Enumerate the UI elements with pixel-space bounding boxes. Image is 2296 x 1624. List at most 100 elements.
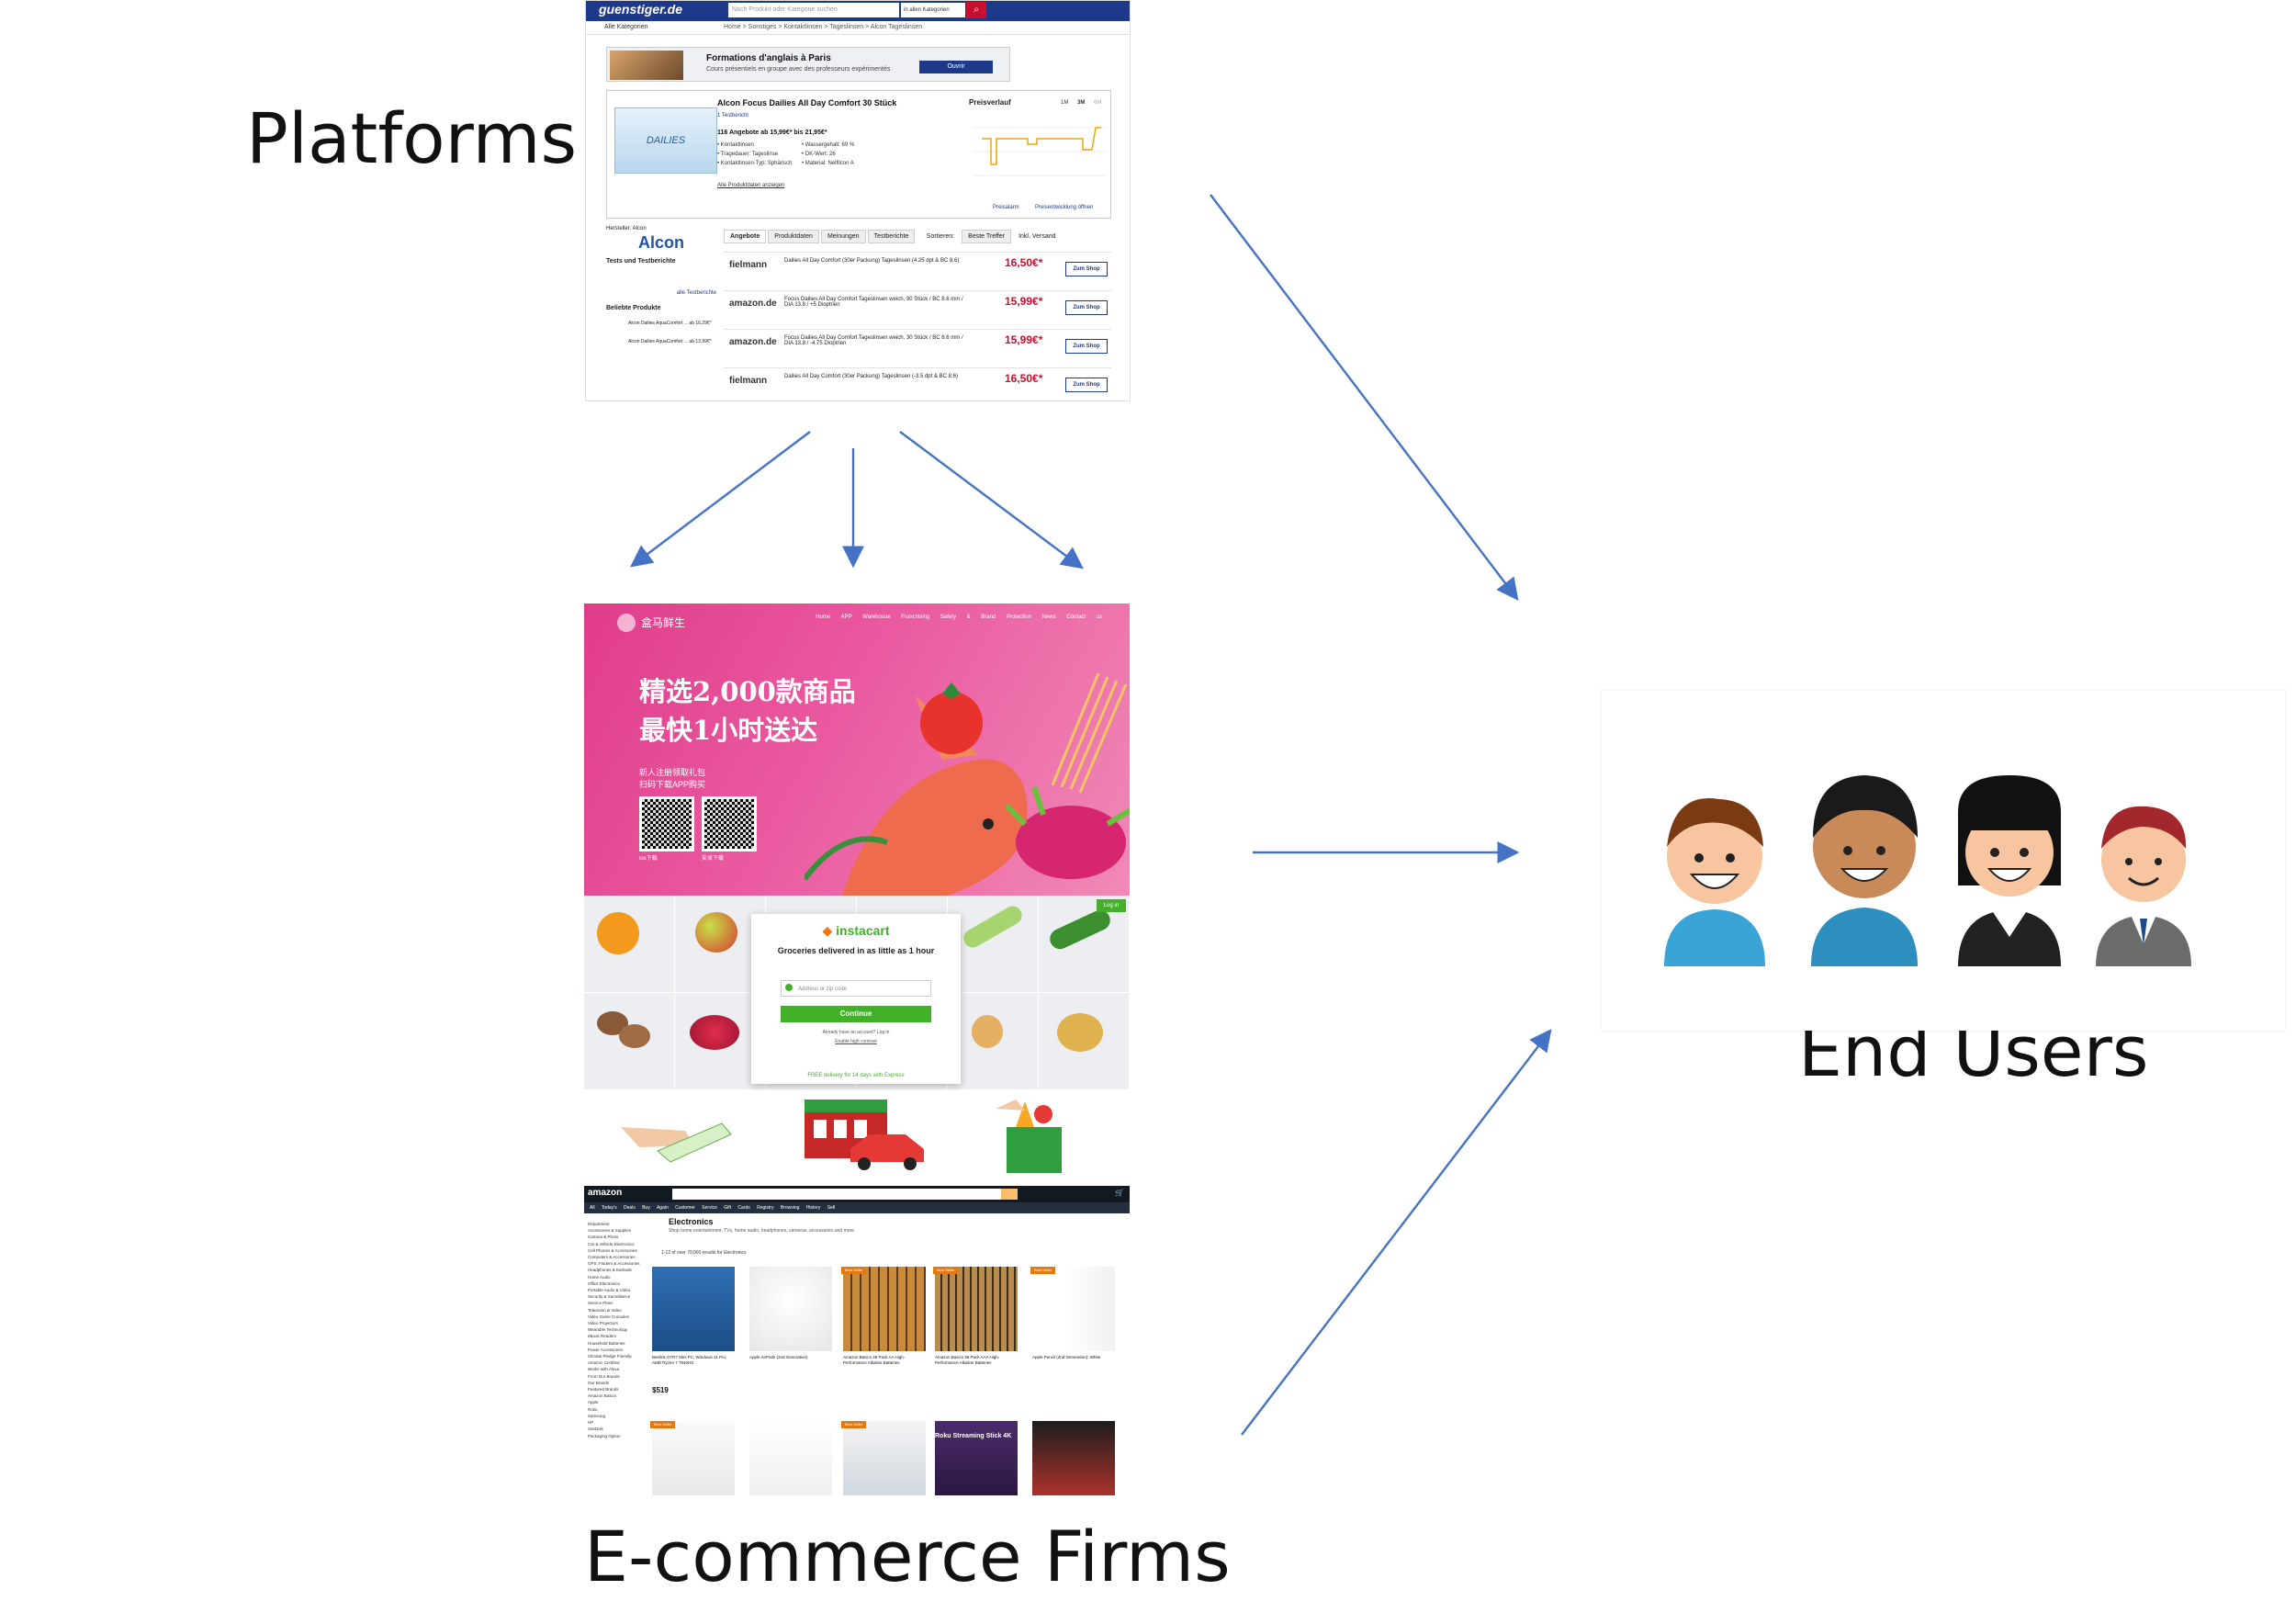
shop-name[interactable]: fielmann <box>729 260 768 270</box>
sidebar-item[interactable]: Security & Surveillance <box>588 1294 631 1300</box>
sidebar-item[interactable]: Samsung <box>588 1413 606 1418</box>
sidebar-item[interactable]: From Our Brands <box>588 1373 620 1379</box>
sidebar-item[interactable]: HP <box>588 1420 594 1426</box>
guenstiger-category-select[interactable]: in allen Kategorien <box>901 3 965 17</box>
product-image[interactable] <box>749 1267 832 1351</box>
sidebar-item[interactable]: Television & Video <box>588 1307 622 1313</box>
product-image[interactable] <box>843 1421 926 1495</box>
to-shop-button[interactable]: Zum Shop <box>1065 262 1108 276</box>
tab-product-data[interactable]: Produktdaten <box>768 230 819 243</box>
product-title[interactable]: Amazon Basics 48 Pack AA High-Performanc… <box>843 1355 906 1365</box>
amazon-search-input[interactable] <box>672 1189 1018 1200</box>
product-image[interactable] <box>843 1267 926 1351</box>
hema-logo[interactable]: 盒马鲜生 <box>641 616 686 629</box>
test-report-link[interactable]: 1 Testbericht <box>717 113 748 118</box>
high-contrast-link[interactable]: Enable high contrast <box>835 1039 877 1044</box>
guenstiger-logo[interactable]: guenstiger.de <box>599 2 683 17</box>
hema-nav[interactable]: Home APP Warehouse Franchising Safety & … <box>816 615 1102 620</box>
sidebar-item[interactable]: Roku <box>588 1406 598 1412</box>
sidebar-item[interactable]: Packaging Option <box>588 1433 621 1438</box>
sidebar-item[interactable]: Home Audio <box>588 1274 611 1280</box>
login-link[interactable]: Already have an account? Log in <box>822 1030 890 1035</box>
price-development-link[interactable]: Preisentwicklung öffnen <box>1035 205 1094 210</box>
sidebar-item[interactable]: Video Projectors <box>588 1321 618 1326</box>
product-image[interactable] <box>935 1421 1018 1495</box>
to-shop-button[interactable]: Zum Shop <box>1065 339 1108 354</box>
sidebar-item[interactable]: Power Accessories <box>588 1347 624 1352</box>
offer-row[interactable]: fielmann Dailies All Day Comfort (30er Pa… <box>724 367 1111 400</box>
price-alert-link[interactable]: Preisalarm <box>993 205 1019 210</box>
product-title[interactable]: Apple AirPods (2nd Generation) <box>749 1355 808 1359</box>
sidebar-item[interactable]: Works with Alexa <box>588 1367 620 1372</box>
shop-name[interactable]: fielmann <box>729 376 768 386</box>
sidebar-item[interactable]: eBook Readers <box>588 1334 617 1339</box>
tab-offers[interactable]: Angebote <box>724 230 767 243</box>
sidebar-item[interactable]: Cell Phones & Accessories <box>588 1247 637 1253</box>
product-image[interactable] <box>652 1267 735 1351</box>
sidebar-item[interactable]: Computers & Accessories <box>588 1255 636 1260</box>
range-6m[interactable]: 6M <box>1094 100 1102 106</box>
android-download-label[interactable]: 安卓下载 <box>702 856 725 862</box>
offer-description[interactable]: Dailies All Day Comfort (30er Packung) T… <box>784 374 958 379</box>
sidebar-item[interactable]: Household Batteries <box>588 1340 625 1346</box>
range-1m[interactable]: 1M <box>1061 100 1069 106</box>
sidebar-item[interactable]: Car & Vehicle Electronics <box>588 1241 635 1246</box>
guenstiger-all-categories[interactable]: Alle Kategorien <box>604 24 648 30</box>
all-product-data-link[interactable]: Alle Produktdaten anzeigen <box>717 183 785 188</box>
all-tests-link[interactable]: alle Testberichte <box>676 290 716 296</box>
search-icon[interactable] <box>1001 1189 1018 1200</box>
product-image[interactable] <box>1032 1267 1115 1351</box>
continue-button[interactable]: Continue <box>781 1006 931 1022</box>
instacart-login-button[interactable]: Log in <box>1097 899 1126 912</box>
amazon-logo[interactable]: amazon <box>588 1188 623 1198</box>
alcon-logo[interactable]: Alcon <box>637 233 684 252</box>
product-image[interactable] <box>652 1421 735 1495</box>
tab-opinions[interactable]: Meinungen <box>820 230 866 243</box>
to-shop-button[interactable]: Zum Shop <box>1065 300 1108 315</box>
sidebar-item[interactable]: Video Game Consoles <box>588 1314 629 1319</box>
sidebar-item[interactable]: Apple <box>588 1400 599 1405</box>
shipping-toggle[interactable]: Inkl. Versand <box>1019 233 1056 240</box>
sort-select[interactable]: Beste Treffer <box>962 230 1012 243</box>
sidebar-item[interactable]: Portable Audio & Video <box>588 1288 631 1293</box>
sidebar-item[interactable]: Climate Pledge Friendly <box>588 1354 632 1359</box>
search-icon[interactable]: ⌕ <box>966 2 986 18</box>
product-image[interactable] <box>935 1267 1018 1351</box>
tab-test-reports[interactable]: Testberichte <box>867 230 916 243</box>
sidebar-item[interactable]: Accessories & Supplies <box>588 1228 632 1234</box>
offer-row[interactable]: fielmann Dailies All Day Comfort (30er Pa… <box>724 252 1111 289</box>
product-image[interactable]: DAILIES <box>614 107 717 174</box>
breadcrumb[interactable]: Home > Sonstiges > Kontaktlinsen > Tages… <box>724 24 923 30</box>
product-title[interactable]: Apple Pencil (2nd Generation): White <box>1032 1355 1101 1359</box>
ad-open-button[interactable]: Ouvrir <box>919 61 993 73</box>
sidebar-item[interactable]: SanDisk <box>588 1427 603 1432</box>
product-image[interactable] <box>749 1421 832 1495</box>
sidebar-item[interactable]: Featured Brands <box>588 1387 619 1393</box>
sidebar-item[interactable]: Camera & Photo <box>588 1235 619 1240</box>
sidebar-item[interactable]: Headphones & Earbuds <box>588 1268 632 1273</box>
amazon-nav[interactable]: All Today's Deals Buy Again Customer Ser… <box>584 1202 1130 1213</box>
shop-name[interactable]: amazon.de <box>729 337 777 347</box>
guenstiger-search-input[interactable]: Nach Produkt oder Kategorie suchen <box>728 3 899 17</box>
popular-item-2[interactable]: Alcon Dailies AquaComfort ... ab 13,99€* <box>628 339 712 344</box>
sidebar-item[interactable]: Wearable Technology <box>588 1327 628 1333</box>
address-input[interactable]: Address or zip code <box>781 980 931 997</box>
product-image[interactable] <box>1032 1421 1115 1495</box>
offer-description[interactable]: Focus Dailies All Day Comfort Tageslinse… <box>784 335 963 346</box>
shop-name[interactable]: amazon.de <box>729 299 777 309</box>
sidebar-item[interactable]: Office Electronics <box>588 1280 620 1286</box>
guenstiger-ad-banner[interactable]: Formations d'anglais à Paris Cours prése… <box>606 47 1010 82</box>
range-3m[interactable]: 3M <box>1077 100 1086 106</box>
offer-row[interactable]: amazon.de Focus Dailies All Day Comfort T… <box>724 329 1111 367</box>
product-title[interactable]: Beelink GTR7 Mini PC, Windows 11 Pro, AM… <box>652 1355 727 1365</box>
sidebar-item[interactable]: Amazon Basics <box>588 1393 617 1399</box>
sidebar-item[interactable]: Service Plans <box>588 1301 613 1306</box>
sidebar-item[interactable]: Our Brands <box>588 1380 610 1385</box>
popular-item-1[interactable]: Alcon Dailies AquaComfort ... ab 16,29€* <box>628 321 712 326</box>
to-shop-button[interactable]: Zum Shop <box>1065 378 1108 392</box>
ios-download-label[interactable]: ios下载 <box>639 856 658 862</box>
product-title[interactable]: Amazon Basics 36 Pack AAA High-Performan… <box>935 1355 1000 1365</box>
offer-description[interactable]: Dailies All Day Comfort (30er Packung) T… <box>784 258 960 264</box>
cart-icon[interactable]: 🛒 <box>1115 1189 1124 1197</box>
